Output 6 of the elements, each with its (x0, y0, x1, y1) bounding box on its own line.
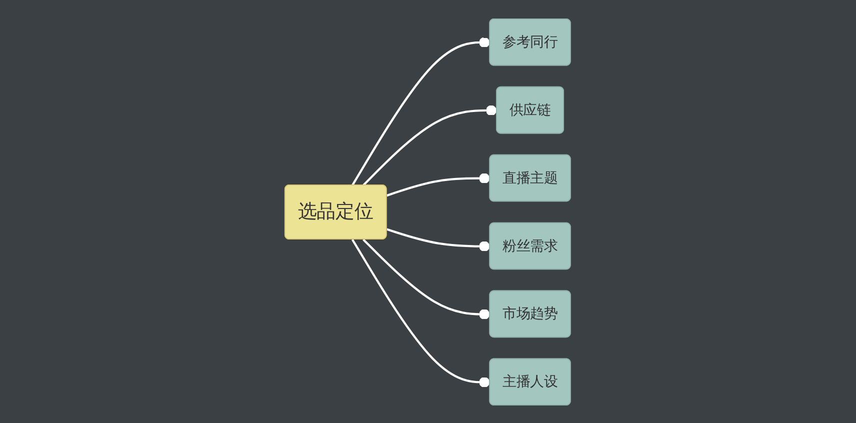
connector (352, 238, 490, 387)
connector (362, 104, 498, 186)
connector (386, 172, 490, 196)
connector (352, 36, 490, 186)
connector (386, 228, 490, 252)
connector (362, 238, 490, 319)
